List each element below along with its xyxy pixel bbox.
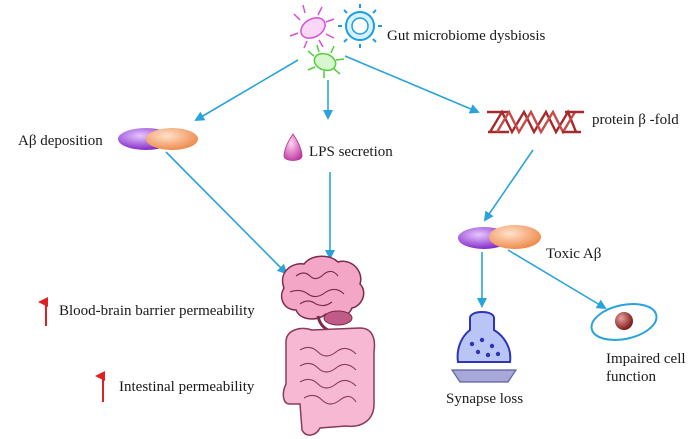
label-synapse-loss: Synapse loss xyxy=(446,391,524,407)
label-toxic-abeta: Toxic Aβ xyxy=(546,246,602,262)
brain-icon xyxy=(280,255,365,332)
arrow-dysbiosis-to-abeta xyxy=(194,59,299,122)
abeta-oligomer-icon xyxy=(118,128,198,150)
label-lps-secretion: LPS secretion xyxy=(309,144,393,160)
arrow-abeta-to-brain xyxy=(165,151,288,275)
blue-bacterium-icon xyxy=(338,4,382,48)
label-protein-beta-fold: protein β -fold xyxy=(592,112,679,128)
arrow-protein-to-toxic xyxy=(483,149,534,222)
toxic-abeta-icon xyxy=(458,225,541,249)
green-bacterium-icon xyxy=(307,44,345,78)
label-gut-dysbiosis: Gut microbiome dysbiosis xyxy=(387,28,546,44)
label-bbb-permeability: Blood-brain barrier permeability xyxy=(59,303,255,319)
intestine-icon xyxy=(282,327,376,436)
label-impaired-function: function xyxy=(606,369,656,385)
flow-arrows xyxy=(165,55,607,310)
arrow-dysbiosis-to-protein xyxy=(344,55,480,114)
lps-drop-icon xyxy=(283,133,303,161)
label-abeta-deposition: Aβ deposition xyxy=(18,133,103,149)
synapse-icon xyxy=(450,311,518,383)
microbe-cluster-icon xyxy=(289,4,382,78)
pink-bacterium-icon xyxy=(289,4,335,49)
cell-icon xyxy=(590,303,658,341)
label-intestinal-permeability: Intestinal permeability xyxy=(119,379,255,395)
arrow-toxic-to-cell xyxy=(507,249,607,310)
label-impaired-cell: Impaired cell xyxy=(606,351,686,367)
protein-beta-fold-icon xyxy=(487,109,584,135)
